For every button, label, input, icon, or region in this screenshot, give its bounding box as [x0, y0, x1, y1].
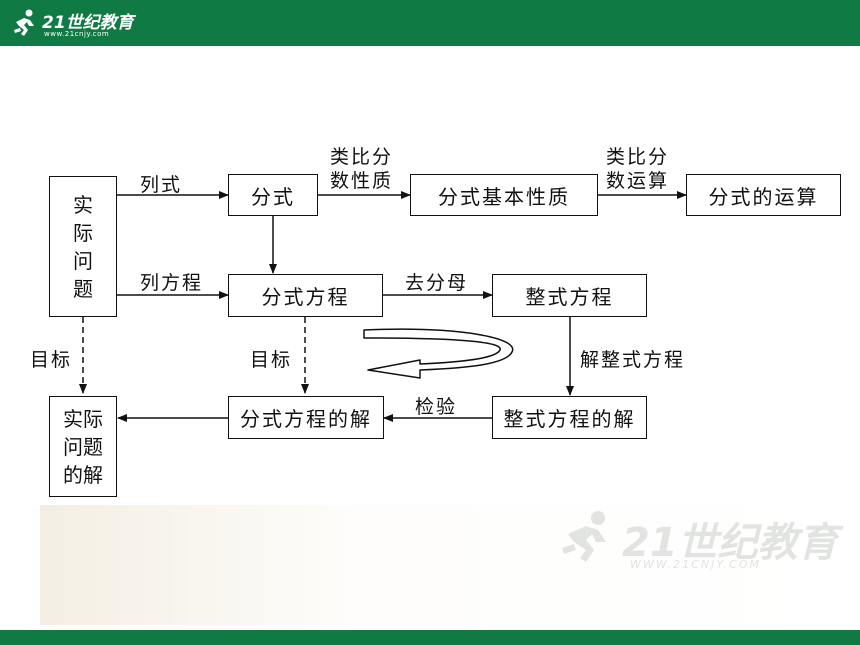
node-integral-equation-solution: 整式方程的解: [492, 396, 647, 439]
label-solve-integral-equation: 解整式方程: [580, 349, 686, 371]
label-list-equation: 列方程: [140, 272, 204, 294]
label-list-expression: 列式: [140, 174, 183, 196]
watermark-runner-icon: [562, 511, 606, 562]
node-fraction: 分式: [228, 174, 318, 216]
curved-return-arrow: [363, 328, 514, 379]
label-check: 检验: [415, 396, 458, 418]
node-practical-problem: 实际问题: [49, 176, 117, 317]
label-remove-denominator: 去分母: [405, 272, 469, 294]
node-fraction-basic-property: 分式基本性质: [410, 174, 598, 216]
watermark: 21世纪教育 WWW.21CNJY.COM: [560, 508, 838, 588]
background-decoration: [40, 505, 820, 625]
watermark-text: 21世纪教育: [622, 520, 838, 566]
header-bar: 21世纪教育 www.21cnjy.com: [0, 0, 860, 46]
node-fraction-operations: 分式的运算: [686, 174, 841, 216]
logo-subtext: www.21cnjy.com: [44, 30, 110, 38]
node-practical-problem-solution-label: 实际问题的解: [63, 406, 103, 487]
node-integral-equation: 整式方程: [492, 274, 647, 317]
label-analogy-operations: 类比分 数运算: [606, 146, 670, 192]
logo-text: 21世纪教育: [42, 13, 134, 33]
label-goal-left: 目标: [30, 349, 73, 371]
node-fractional-equation: 分式方程: [228, 274, 383, 317]
label-analogy-property: 类比分 数性质: [330, 146, 394, 192]
node-fractional-equation-solution: 分式方程的解: [228, 396, 384, 439]
label-goal-middle: 目标: [250, 349, 293, 371]
runner-logo-icon: [14, 9, 34, 36]
node-practical-problem-solution: 实际问题的解: [49, 396, 117, 497]
node-practical-problem-label: 实际问题: [73, 192, 93, 301]
watermark-subtext: WWW.21CNJY.COM: [630, 558, 762, 571]
logo: 21世纪教育 www.21cnjy.com: [12, 6, 142, 40]
footer-bar: [0, 630, 860, 645]
